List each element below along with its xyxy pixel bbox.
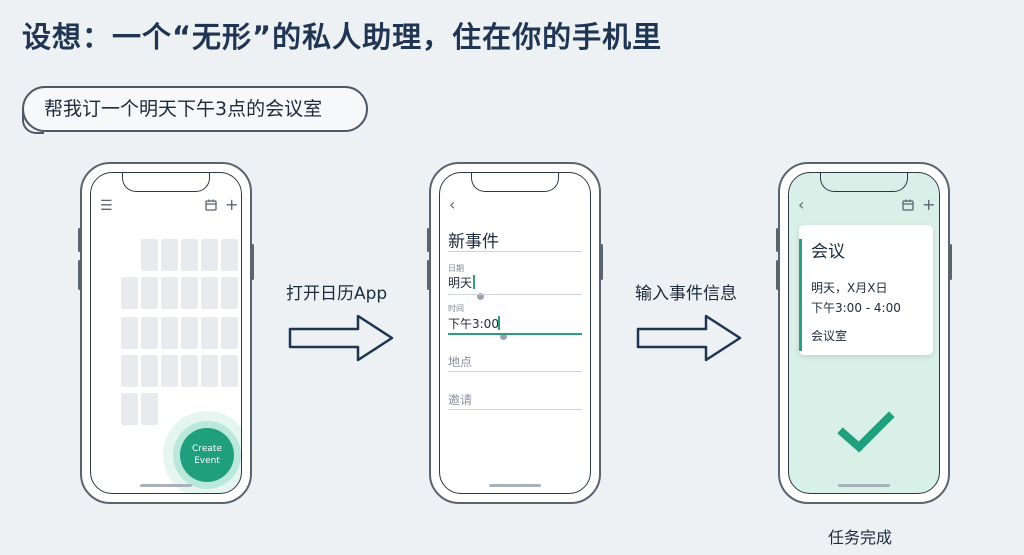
calendar-day-cell[interactable] (221, 355, 238, 387)
calendar-day-cell[interactable] (161, 277, 178, 309)
date-label: 日期 (448, 264, 464, 273)
phone-screen: ☰ + Create Event (90, 172, 242, 494)
calendar-day-cell[interactable] (141, 239, 158, 271)
calendar-day-cell[interactable] (141, 355, 158, 387)
calendar-day-cell[interactable] (161, 239, 178, 271)
calendar-day-cell[interactable] (221, 239, 238, 271)
calendar-icon[interactable] (902, 199, 914, 214)
phone-screen: ‹ 新事件 日期 明天 时间 下午3:00 地点 邀请 (439, 172, 591, 494)
calendar-day-cell[interactable] (141, 393, 158, 425)
calendar-day-cell[interactable] (121, 393, 138, 425)
back-chevron-icon[interactable]: ‹ (449, 195, 456, 214)
back-chevron-icon[interactable]: ‹ (798, 195, 805, 214)
calendar-icon[interactable] (205, 199, 217, 214)
phone-task-complete: ‹ + 会议 明天，X月X日 下午3:00 - 4:00 会议室 (776, 162, 952, 504)
event-header: 新事件 (448, 232, 499, 252)
event-card-date: 明天，X月X日 (811, 281, 888, 295)
time-field[interactable]: 下午3:00 (448, 317, 499, 331)
plus-icon[interactable]: + (922, 195, 936, 214)
calendar-day-cell[interactable] (201, 239, 218, 271)
calendar-day-cell[interactable] (181, 239, 198, 271)
menu-icon[interactable]: ☰ (100, 198, 113, 214)
calendar-day-cell[interactable] (201, 317, 218, 349)
calendar-day-cell[interactable] (121, 355, 138, 387)
step2-label: 输入事件信息 (635, 284, 737, 304)
task-complete-label: 任务完成 (828, 528, 893, 547)
plus-icon[interactable]: + (225, 195, 239, 214)
event-card-title: 会议 (811, 242, 845, 262)
event-card-room: 会议室 (811, 329, 848, 343)
step1-label: 打开日历App (286, 284, 388, 304)
step1-arrow-icon (288, 314, 394, 362)
page-title: 设想：一个“无形”的私人助理，住在你的手机里 (22, 20, 663, 54)
calendar-day-cell[interactable] (141, 277, 158, 309)
calendar-day-cell[interactable] (141, 317, 158, 349)
calendar-day-cell[interactable] (181, 317, 198, 349)
event-card-time: 下午3:00 - 4:00 (811, 301, 901, 315)
calendar-day-cell[interactable] (121, 277, 138, 309)
calendar-day-cell[interactable] (221, 317, 238, 349)
create-event-button[interactable]: Create Event (180, 428, 234, 482)
checkmark-icon (837, 411, 895, 453)
create-event-label-line2: Event (194, 456, 220, 466)
time-label: 时间 (448, 304, 464, 313)
calendar-day-cell[interactable] (201, 355, 218, 387)
phone-calendar-app: ☰ + Create Event (78, 162, 254, 504)
date-field[interactable]: 明天 (448, 276, 473, 290)
invite-field[interactable]: 邀请 (448, 393, 473, 407)
step2-arrow-icon (636, 314, 742, 362)
calendar-day-cell[interactable] (201, 277, 218, 309)
calendar-day-cell[interactable] (181, 277, 198, 309)
phone-new-event: ‹ 新事件 日期 明天 时间 下午3:00 地点 邀请 (427, 162, 603, 504)
create-event-label-line1: Create (192, 444, 222, 454)
calendar-day-cell[interactable] (161, 317, 178, 349)
user-request-bubble: 帮我订一个明天下午3点的会议室 (22, 86, 368, 132)
calendar-day-cell[interactable] (121, 317, 138, 349)
calendar-day-cell[interactable] (181, 355, 198, 387)
calendar-day-cell[interactable] (161, 355, 178, 387)
calendar-day-cell[interactable] (221, 277, 238, 309)
phone-screen: ‹ + 会议 明天，X月X日 下午3:00 - 4:00 会议室 (788, 172, 940, 494)
event-card[interactable]: 会议 明天，X月X日 下午3:00 - 4:00 会议室 (799, 225, 933, 355)
location-field[interactable]: 地点 (448, 355, 473, 369)
